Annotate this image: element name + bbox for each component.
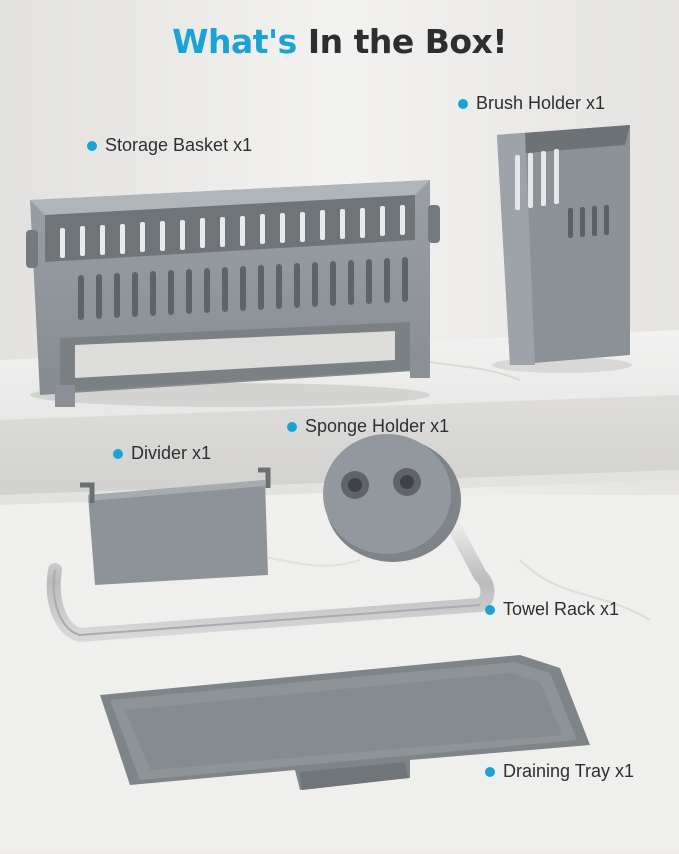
label-draining-tray: Draining Tray x1 — [485, 761, 634, 782]
storage-basket — [26, 180, 440, 407]
title-accent: What's — [172, 22, 297, 61]
label-text: Draining Tray x1 — [503, 761, 635, 781]
draining-tray — [100, 655, 590, 790]
label-text: Sponge Holder x1 — [305, 416, 450, 436]
sponge-holder — [323, 434, 461, 562]
label-text: Brush Holder x1 — [476, 93, 606, 113]
upper-step-face — [0, 395, 679, 495]
page-title: What's In the Box! — [0, 22, 679, 61]
label-storage-basket: Storage Basket x1 — [87, 135, 252, 156]
divider — [80, 467, 271, 585]
bullet-dot-icon — [458, 98, 468, 109]
bullet-dot-icon — [287, 421, 297, 432]
towel-rack — [46, 521, 495, 643]
label-text: Towel Rack x1 — [503, 599, 620, 619]
bullet-dot-icon — [485, 604, 495, 615]
brush-holder — [492, 125, 632, 373]
label-brush-holder: Brush Holder x1 — [458, 93, 605, 114]
bullet-dot-icon — [87, 140, 97, 151]
label-sponge-holder: Sponge Holder x1 — [287, 416, 449, 437]
label-towel-rack: Towel Rack x1 — [485, 599, 619, 620]
label-text: Divider x1 — [131, 443, 212, 463]
title-rest: In the Box! — [307, 22, 508, 61]
bullet-dot-icon — [113, 448, 123, 459]
bullet-dot-icon — [485, 766, 495, 777]
label-text: Storage Basket x1 — [105, 135, 253, 155]
label-divider: Divider x1 — [113, 443, 211, 464]
